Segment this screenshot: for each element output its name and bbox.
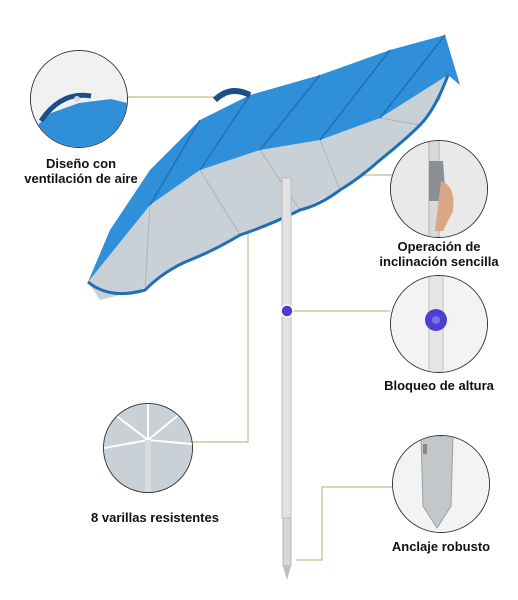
anchor-detail-image — [393, 436, 489, 532]
anchor-label-text: Anclaje robusto — [391, 539, 491, 554]
height-lock-detail-image — [391, 276, 487, 372]
height-lock-detail-circle — [390, 275, 488, 373]
anchor-label: Anclaje robusto — [382, 539, 500, 554]
ventilation-detail-circle — [30, 50, 128, 148]
canopy-top — [88, 35, 460, 282]
ventilation-detail-image — [31, 51, 127, 147]
ribs-label: 8 varillas resistentes — [84, 510, 226, 525]
ventilation-label: Diseño con ventilación de aire — [20, 156, 142, 186]
height-lock-label-text: Bloqueo de altura — [384, 378, 494, 393]
tilt-label: Operación de inclinación sencilla — [374, 239, 504, 269]
pole — [281, 177, 292, 519]
height-lock-knob — [280, 304, 294, 318]
tilt-label-line1: Operación de — [397, 239, 481, 254]
pole-lower — [282, 517, 292, 567]
ribs-label-text: 8 varillas resistentes — [91, 510, 219, 525]
ribs-detail-image — [104, 404, 192, 492]
ribs-detail-circle — [103, 403, 193, 493]
leader-line-anchor — [296, 486, 392, 561]
ventilation-label-line2: ventilación de aire — [24, 171, 138, 186]
canopy-underside — [88, 75, 448, 300]
tilt-label-line2: inclinación sencilla — [379, 254, 499, 269]
ventilation-label-line1: Diseño con — [45, 156, 117, 171]
height-lock-label: Bloqueo de altura — [378, 378, 500, 393]
canopy-vent — [212, 88, 252, 103]
tilt-detail-image — [391, 141, 487, 237]
anchor-detail-circle — [392, 435, 490, 533]
tilt-detail-circle — [390, 140, 488, 238]
